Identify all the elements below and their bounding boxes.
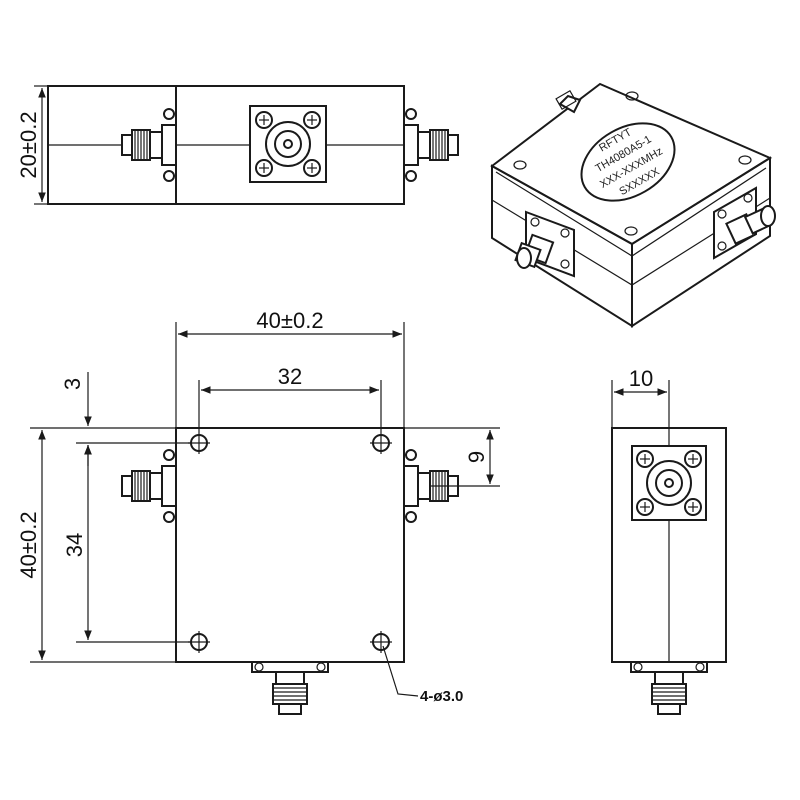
front-view: 20±0.2 bbox=[16, 85, 459, 205]
front-left-connector bbox=[121, 108, 177, 182]
height-dimension: 20±0.2 bbox=[16, 111, 41, 178]
front-right-connector bbox=[403, 108, 459, 182]
hole-offset-dimension: 3 bbox=[60, 378, 85, 390]
top-bottom-connector bbox=[251, 661, 329, 715]
side-view: 10 bbox=[611, 366, 727, 715]
hole-spacing-y-dimension: 34 bbox=[62, 533, 87, 557]
holes-callout: 4-ø3.0 bbox=[420, 688, 463, 705]
top-view: 40±0.2 32 3 34 40±0.2 9 4-ø3.0 bbox=[16, 308, 500, 715]
isometric-view: RFTYT TH4080A5-1 XXX-XXXMHz SXXXXX bbox=[490, 82, 776, 328]
top-body-outline bbox=[175, 427, 405, 663]
side-width-dimension: 10 bbox=[629, 366, 653, 391]
width-dimension: 40±0.2 bbox=[256, 308, 323, 333]
top-right-connector bbox=[403, 449, 459, 523]
hole-spacing-x-dimension: 32 bbox=[278, 364, 302, 389]
length-dimension: 40±0.2 bbox=[16, 511, 41, 578]
side-bottom-connector bbox=[630, 661, 708, 715]
iso-left-connector bbox=[514, 210, 575, 278]
port-offset-dimension: 9 bbox=[464, 451, 489, 463]
iso-product-label: RFTYT TH4080A5-1 XXX-XXXMHz SXXXXX bbox=[580, 122, 676, 202]
holes-leader-line bbox=[382, 645, 419, 697]
iso-right-connector bbox=[713, 186, 776, 260]
top-left-connector bbox=[121, 449, 177, 523]
iso-right-face bbox=[631, 156, 771, 328]
